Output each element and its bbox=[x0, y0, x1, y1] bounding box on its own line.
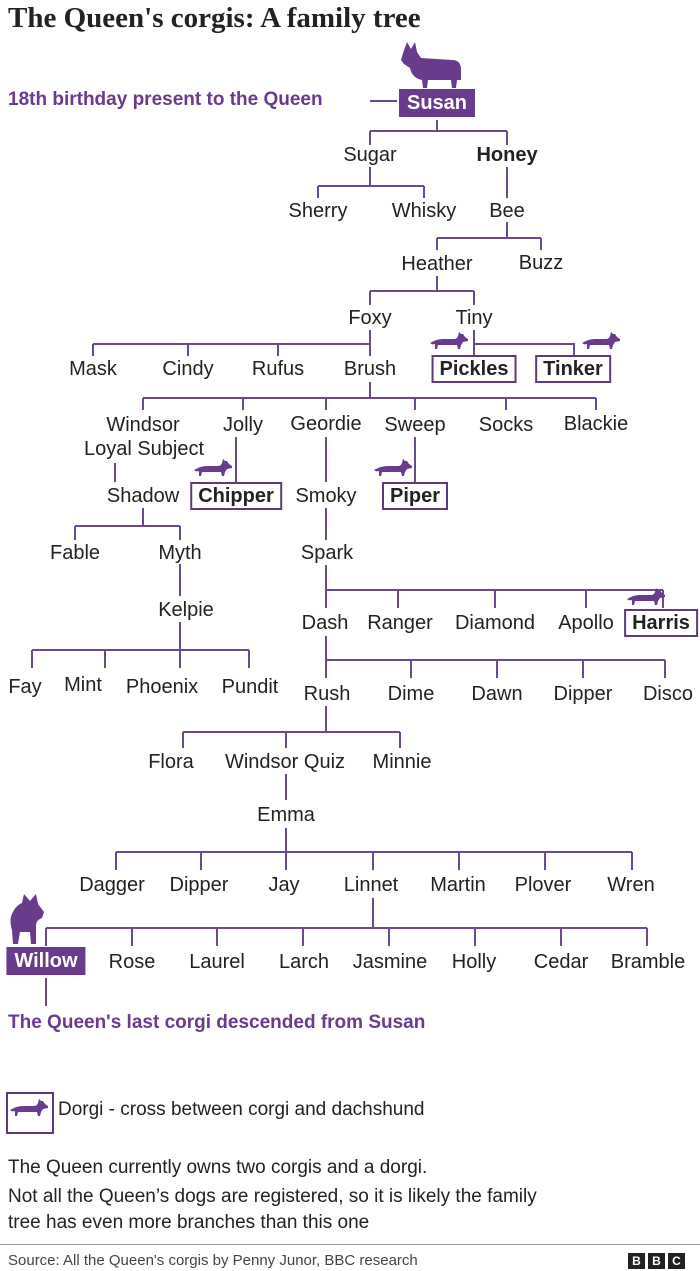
dorgi-icon bbox=[430, 332, 468, 349]
dog-fable: Fable bbox=[49, 542, 101, 564]
dog-diamond: Diamond bbox=[454, 612, 536, 634]
dog-dipper-2: Dipper bbox=[169, 874, 229, 896]
divider bbox=[0, 1244, 700, 1245]
dog-geordie: Geordie bbox=[290, 413, 362, 435]
dog-emma: Emma bbox=[257, 804, 315, 826]
dorgi-icon bbox=[582, 332, 620, 349]
dorgi-icon bbox=[194, 459, 232, 476]
footnote-2: Not all the Queen’s dogs are registered,… bbox=[8, 1186, 537, 1207]
dog-whisky: Whisky bbox=[391, 200, 457, 222]
dog-ranger: Ranger bbox=[367, 612, 433, 634]
dog-buzz: Buzz bbox=[518, 252, 564, 274]
dog-sugar: Sugar bbox=[343, 144, 397, 166]
dog-fay: Fay bbox=[8, 676, 42, 698]
dog-brush: Brush bbox=[343, 358, 397, 380]
source-line: Source: All the Queen's corgis by Penny … bbox=[8, 1252, 418, 1269]
dog-minnie: Minnie bbox=[372, 751, 432, 773]
dog-linnet: Linnet bbox=[343, 874, 399, 896]
dog-mask: Mask bbox=[69, 358, 117, 380]
dog-windsor: Windsor bbox=[106, 414, 180, 436]
dog-phoenix: Phoenix bbox=[125, 676, 199, 698]
dog-chipper: Chipper bbox=[190, 482, 282, 510]
dog-martin: Martin bbox=[430, 874, 486, 896]
dog-shadow: Shadow bbox=[106, 485, 180, 507]
bbc-logo-b1: B bbox=[628, 1253, 645, 1269]
legend-swatch bbox=[6, 1092, 54, 1134]
dog-rush: Rush bbox=[303, 683, 351, 705]
dog-cindy: Cindy bbox=[162, 358, 214, 380]
dog-jay: Jay bbox=[268, 874, 300, 896]
dog-pickles: Pickles bbox=[431, 355, 517, 383]
legend-label: Dorgi - cross between corgi and dachshun… bbox=[58, 1099, 425, 1120]
corgi-icon bbox=[10, 894, 44, 944]
dog-sherry: Sherry bbox=[288, 200, 348, 222]
dog-piper: Piper bbox=[381, 482, 449, 510]
dog-pundit: Pundit bbox=[221, 676, 279, 698]
dog-socks: Socks bbox=[478, 414, 534, 436]
dog-dipper: Dipper bbox=[553, 683, 613, 705]
bbc-logo-c: C bbox=[668, 1253, 685, 1269]
dog-bramble: Bramble bbox=[610, 951, 686, 973]
dog-willow: Willow bbox=[6, 947, 86, 975]
dog-larch: Larch bbox=[278, 951, 330, 973]
dog-mint: Mint bbox=[64, 674, 102, 696]
dog-windsor-quiz: Windsor Quiz bbox=[224, 751, 346, 773]
dog-kelpie: Kelpie bbox=[158, 599, 214, 621]
dog-holly: Holly bbox=[451, 951, 497, 973]
dog-rufus: Rufus bbox=[251, 358, 305, 380]
dog-plover: Plover bbox=[514, 874, 572, 896]
last-corgi-annotation: The Queen's last corgi descended from Su… bbox=[8, 1012, 426, 1033]
dog-dawn: Dawn bbox=[471, 683, 523, 705]
dog-smoky: Smoky bbox=[295, 485, 357, 507]
dog-disco: Disco bbox=[642, 683, 694, 705]
footnote-3: tree has even more branches than this on… bbox=[8, 1212, 370, 1233]
bbc-logo-b2: B bbox=[648, 1253, 665, 1269]
dog-cedar: Cedar bbox=[533, 951, 589, 973]
dog-rose: Rose bbox=[108, 951, 156, 973]
birthday-annotation: 18th birthday present to the Queen bbox=[8, 89, 323, 110]
dog-jasmine: Jasmine bbox=[352, 951, 428, 973]
dog-harris: Harris bbox=[624, 609, 698, 637]
dog-susan: Susan bbox=[398, 89, 476, 117]
dog-tiny: Tiny bbox=[455, 307, 493, 329]
dog-blackie: Blackie bbox=[563, 413, 629, 435]
dog-spark: Spark bbox=[300, 542, 354, 564]
dog-foxy: Foxy bbox=[348, 307, 392, 329]
dog-bee: Bee bbox=[489, 200, 525, 222]
dog-flora: Flora bbox=[148, 751, 194, 773]
dog-myth: Myth bbox=[158, 542, 202, 564]
corgi-icon bbox=[401, 42, 461, 88]
dog-sweep: Sweep bbox=[384, 414, 446, 436]
dog-jolly: Jolly bbox=[222, 414, 264, 436]
page-title: The Queen's corgis: A family tree bbox=[8, 2, 421, 34]
dog-loyal-subject: Loyal Subject bbox=[83, 438, 205, 460]
dog-laurel: Laurel bbox=[189, 951, 245, 973]
dog-dime: Dime bbox=[387, 683, 435, 705]
dog-dash: Dash bbox=[301, 612, 349, 634]
footnote-1: The Queen currently owns two corgis and … bbox=[8, 1157, 428, 1178]
dog-honey: Honey bbox=[476, 144, 538, 166]
dorgi-icon bbox=[374, 459, 412, 476]
dog-heather: Heather bbox=[401, 253, 473, 275]
dog-tinker: Tinker bbox=[535, 355, 611, 383]
dog-dagger: Dagger bbox=[79, 874, 145, 896]
dog-wren: Wren bbox=[607, 874, 655, 896]
dog-apollo: Apollo bbox=[558, 612, 614, 634]
